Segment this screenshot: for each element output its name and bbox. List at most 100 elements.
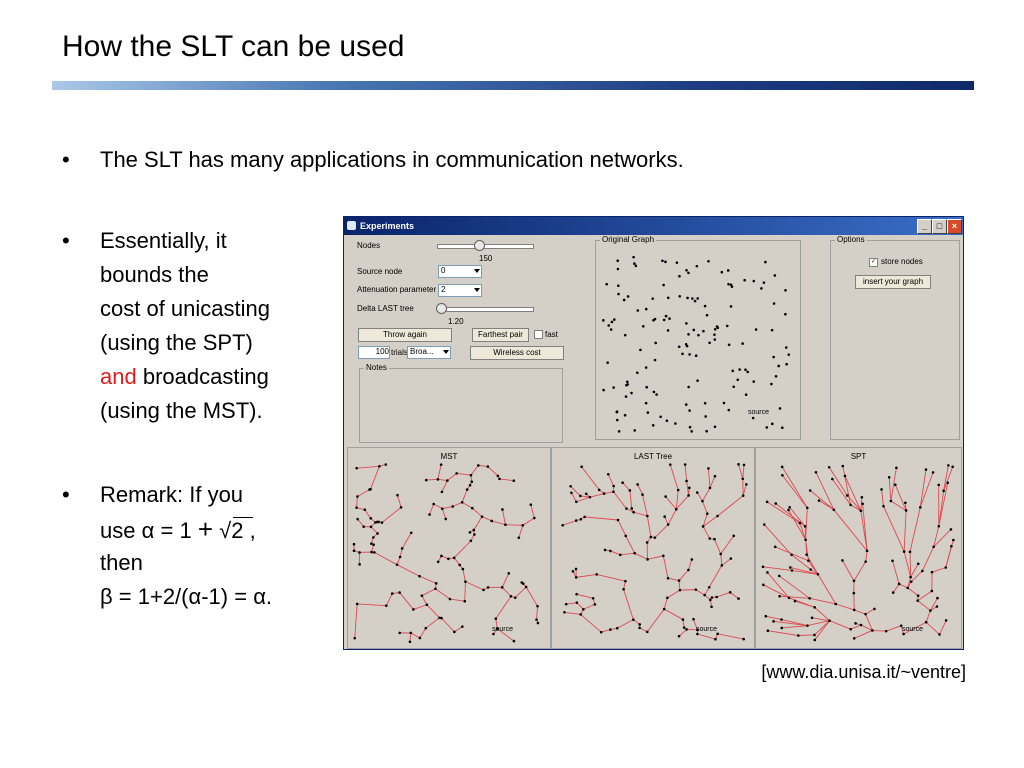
graph-edge [667, 577, 680, 582]
source-node-marker: source [748, 409, 770, 416]
graph-node [461, 625, 464, 628]
delta-slider[interactable] [437, 307, 534, 312]
maximize-icon[interactable]: □ [932, 219, 947, 234]
graph-node [468, 483, 472, 487]
graph-node [597, 488, 601, 492]
graph-node [687, 385, 690, 389]
graph-node [579, 613, 582, 616]
graph-edge [669, 464, 679, 491]
graph-node [500, 586, 504, 589]
graph-edge [623, 581, 626, 590]
graph-edge [496, 628, 515, 642]
graph-edge [765, 615, 782, 620]
graph-node [942, 489, 945, 493]
graph-node [434, 582, 438, 585]
graph-node [770, 328, 774, 332]
graph-node [706, 512, 709, 515]
graph-edge [779, 595, 810, 599]
graph-node [606, 472, 610, 476]
wireless-cost-button[interactable]: Wireless cost [470, 346, 564, 360]
graph-node [728, 591, 732, 594]
graph-edge [470, 465, 479, 476]
nodes-slider[interactable] [437, 244, 534, 249]
graph-node [806, 624, 809, 627]
graph-node [645, 385, 649, 389]
fast-checkbox[interactable] [534, 330, 543, 339]
source-node-marker: source [902, 626, 924, 633]
graph-edge [717, 495, 744, 517]
graph-node [688, 486, 691, 490]
graph-edge [536, 606, 538, 620]
source-node-select[interactable]: 0 [438, 265, 482, 278]
graph-node [638, 623, 642, 626]
graph-node [591, 597, 595, 600]
graph-edge [356, 507, 365, 511]
graph-node [690, 430, 693, 433]
graph-edge [356, 465, 380, 469]
graph-node [651, 424, 655, 427]
nodes-slider-knob[interactable] [474, 240, 485, 251]
graph-node [617, 292, 620, 296]
graph-node [834, 602, 838, 606]
graph-node [813, 638, 817, 642]
graph-node [951, 465, 954, 469]
notes-group[interactable]: Notes [359, 363, 563, 443]
graph-node [674, 422, 677, 425]
attenuation-select[interactable]: 2 [438, 284, 482, 297]
minimize-icon[interactable]: _ [917, 219, 932, 234]
graph-node [666, 576, 670, 580]
chevron-down-icon [474, 269, 480, 273]
graph-edge [709, 476, 716, 489]
graph-node [682, 626, 686, 629]
graph-node [713, 537, 716, 541]
graph-edge [720, 553, 723, 566]
graph-edge [613, 491, 627, 509]
graph-edge [702, 513, 708, 527]
graph-node [501, 508, 504, 511]
graph-node [889, 499, 893, 503]
graph-node [770, 382, 773, 386]
graph-node [666, 296, 670, 300]
window-titlebar[interactable]: Experiments _ □ × [344, 217, 963, 235]
graph-node [752, 380, 756, 383]
graph-node [932, 545, 935, 549]
graph-node [622, 587, 625, 591]
graph-node [654, 341, 657, 345]
graph-node [645, 630, 649, 634]
graph-node [729, 305, 733, 308]
graph-node [374, 521, 377, 524]
graph-edge [622, 482, 631, 491]
graph-edge [664, 516, 669, 525]
graph-edge [702, 487, 711, 502]
insert-graph-button[interactable]: insert your graph [855, 275, 931, 289]
graph-node [891, 559, 894, 563]
trials-input[interactable]: 100 [358, 346, 390, 359]
farthest-pair-button[interactable]: Farthest pair [472, 328, 529, 342]
graph-edge [435, 588, 451, 600]
broadcast-select[interactable]: Broa... [407, 346, 451, 359]
graph-node [632, 255, 635, 259]
chevron-down-icon [443, 350, 449, 354]
graph-node [730, 285, 734, 288]
graph-node [805, 506, 809, 510]
graph-node [685, 268, 688, 272]
throw-again-button[interactable]: Throw again [358, 328, 452, 342]
graph-node [353, 636, 357, 640]
graph-edge [646, 608, 665, 633]
graph-edge [763, 584, 790, 599]
graph-edge [817, 574, 837, 605]
graph-node [610, 320, 614, 324]
graph-edge [399, 548, 403, 558]
graph-node [952, 538, 955, 542]
graph-edge [584, 516, 619, 521]
graph-node [938, 633, 941, 636]
graph-node [376, 532, 379, 535]
graph-node [666, 329, 670, 332]
store-nodes-checkbox[interactable]: ✓ [869, 258, 878, 267]
graph-edge [452, 501, 463, 507]
close-icon[interactable]: × [947, 219, 962, 234]
graph-edge [702, 515, 718, 527]
graph-node [732, 385, 735, 389]
delta-slider-knob[interactable] [436, 303, 447, 314]
graph-node [705, 429, 708, 433]
